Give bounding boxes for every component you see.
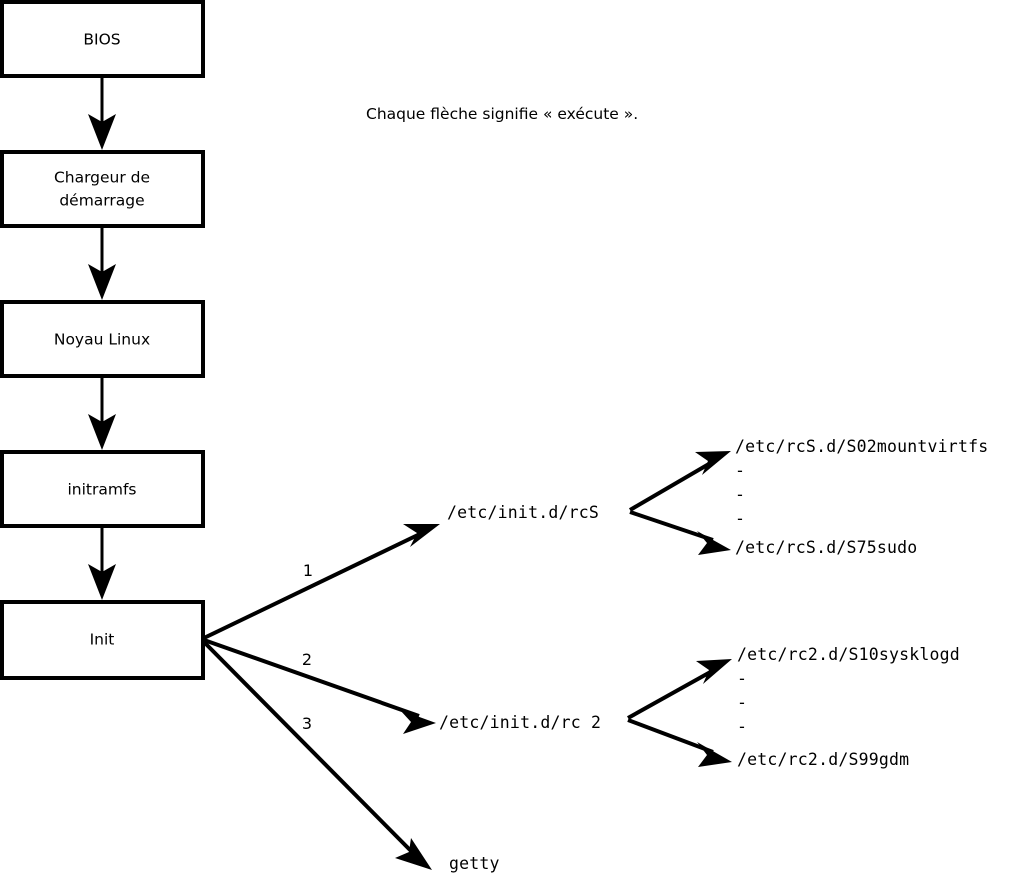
box-initramfs: initramfs <box>0 450 205 528</box>
box-bootloader-label-line1: Chargeur de <box>54 169 150 187</box>
rc2-ellipsis-dot-3: - <box>737 717 747 736</box>
box-bios-label: BIOS <box>83 31 120 49</box>
rcs-script-last: /etc/rcS.d/S75sudo <box>735 538 917 557</box>
box-kernel: Noyau Linux <box>0 300 205 378</box>
edge-init-branch-3 <box>202 640 432 870</box>
box-init-label: Init <box>90 631 115 649</box>
rc2-ellipsis-dot-1: - <box>737 669 747 688</box>
rc2-script-first: /etc/rc2.d/S10sysklogd <box>737 645 960 664</box>
branch-target-getty: getty <box>449 854 500 873</box>
box-bootloader-label-line2: démarrage <box>59 192 144 210</box>
rcs-ellipsis-dot-2: - <box>735 485 745 504</box>
edge-init-branch-2 <box>203 638 436 734</box>
branch-number-3: 3 <box>302 714 312 733</box>
edge-rc2-to-first-script <box>627 659 732 720</box>
box-init: Init <box>0 600 205 680</box>
rcs-ellipsis-dot-1: - <box>735 461 745 480</box>
box-kernel-label: Noyau Linux <box>54 331 150 349</box>
rcs-script-first: /etc/rcS.d/S02mountvirtfs <box>735 437 988 456</box>
rc2-ellipsis-dot-2: - <box>737 693 747 712</box>
branch-target-rc2: /etc/init.d/rc 2 <box>439 713 601 732</box>
edge-rcs-to-first-script <box>628 451 731 512</box>
box-initramfs-label: initramfs <box>67 481 136 499</box>
edge-bios-to-bootloader <box>88 78 116 150</box>
branch-number-1: 1 <box>303 561 313 580</box>
box-bios: BIOS <box>0 0 205 78</box>
box-bootloader: Chargeur de démarrage <box>0 150 205 228</box>
rcs-ellipsis-dot-3: - <box>735 509 745 528</box>
edge-kernel-to-initramfs <box>88 378 116 450</box>
branch-target-rcs: /etc/init.d/rcS <box>447 503 599 522</box>
edge-bootloader-to-kernel <box>88 228 116 300</box>
edge-rc2-to-last-script <box>627 718 732 767</box>
branch-number-2: 2 <box>302 650 312 669</box>
edge-rcs-to-last-script <box>629 510 731 555</box>
rc2-script-last: /etc/rc2.d/S99gdm <box>737 750 909 769</box>
edge-initramfs-to-init <box>88 528 116 600</box>
edge-init-branch-1 <box>203 524 440 640</box>
legend-note: Chaque flèche signifie « exécute ». <box>366 105 638 123</box>
